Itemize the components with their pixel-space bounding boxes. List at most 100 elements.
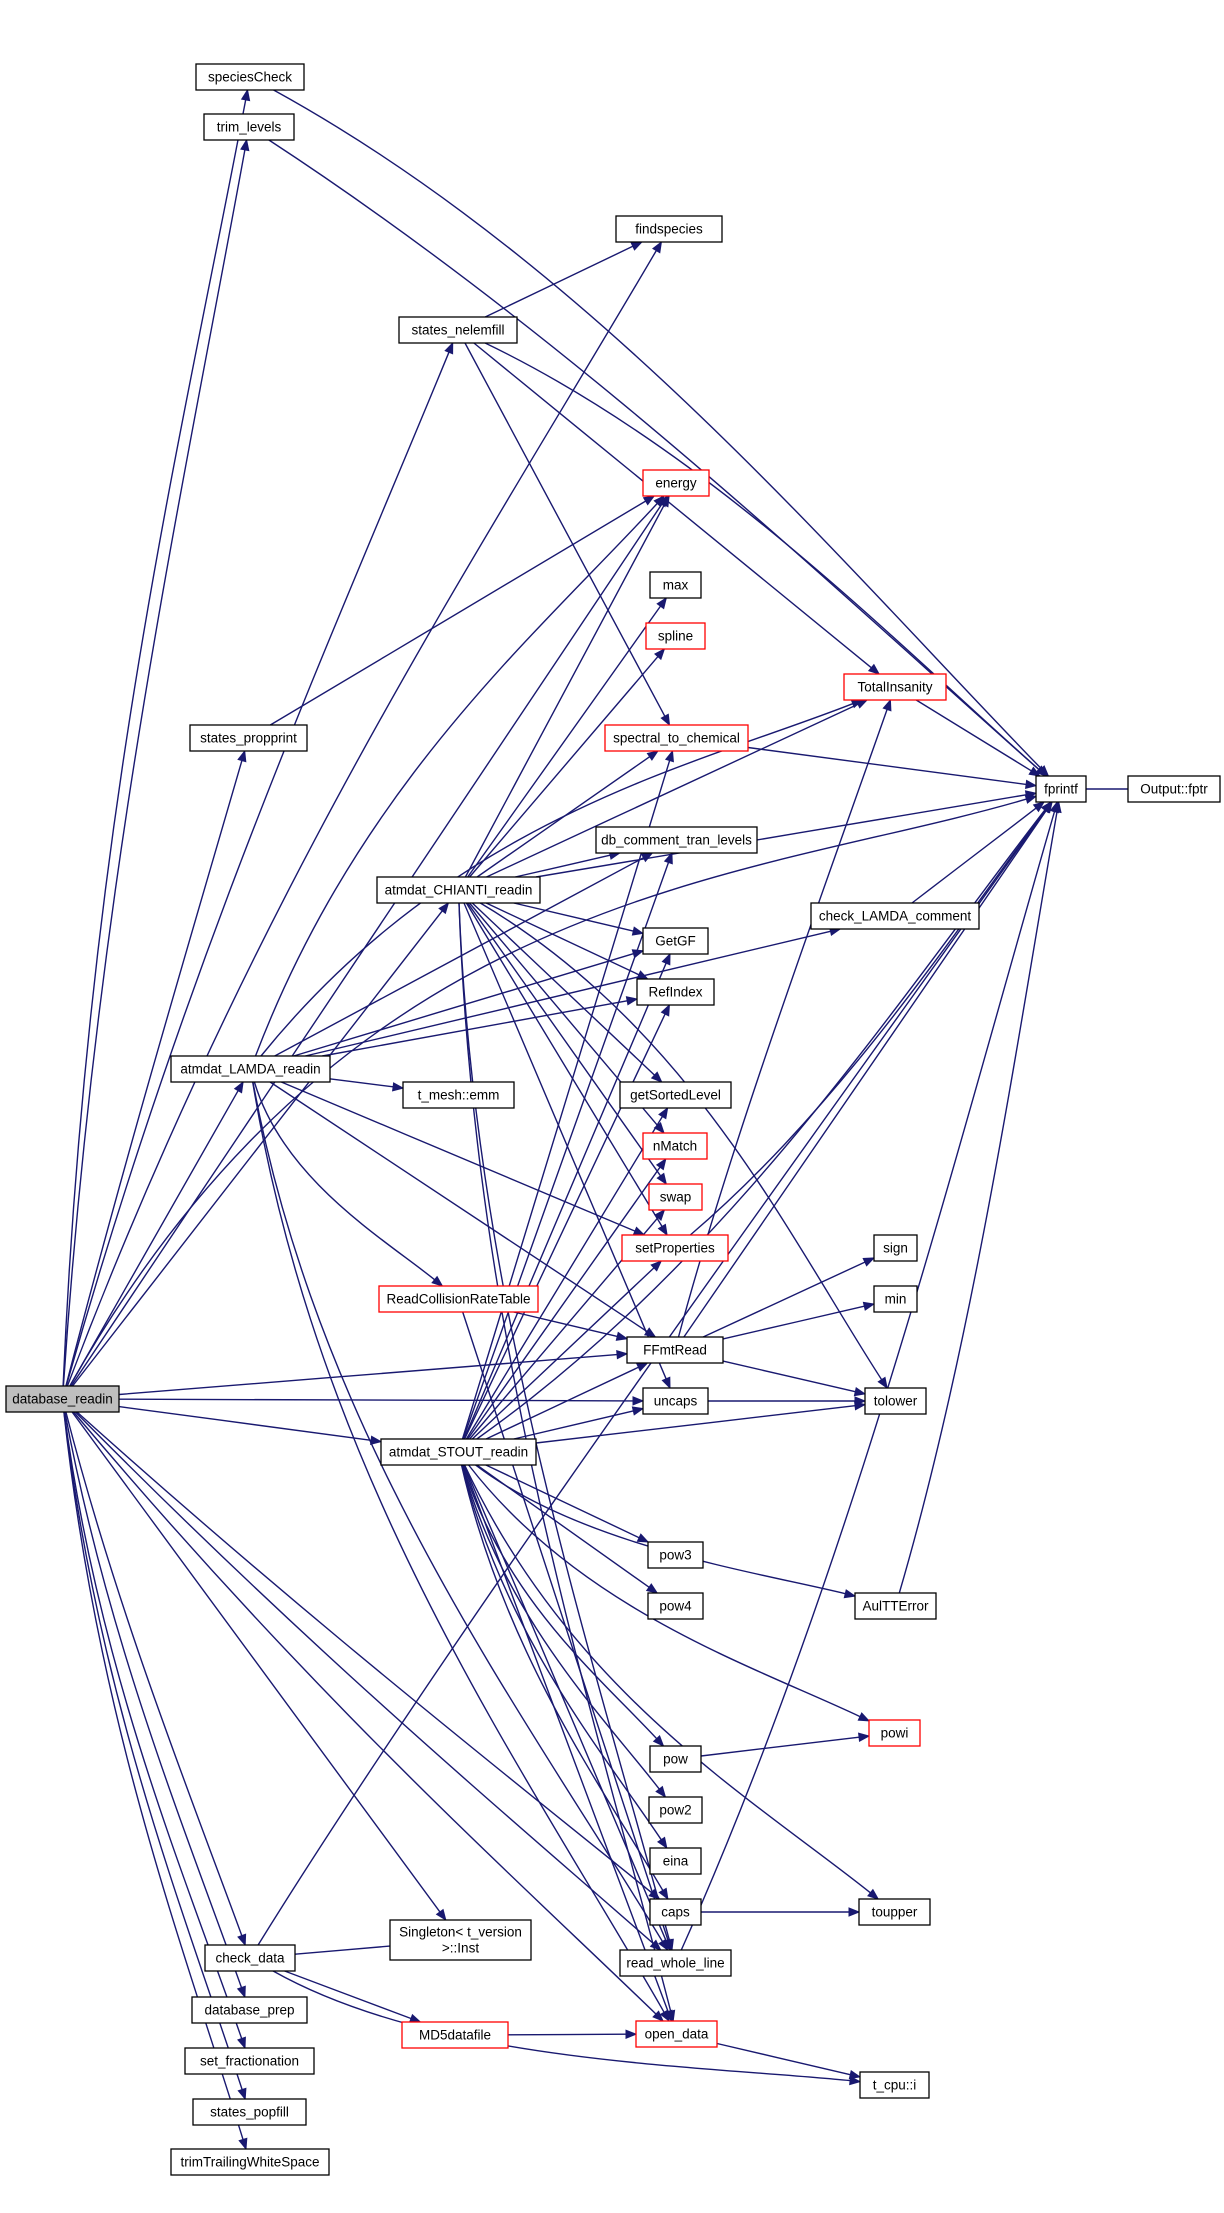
node-open-data[interactable]: open_data — [635, 2020, 718, 2048]
node-setproperties[interactable]: setProperties — [621, 1234, 729, 1262]
node-box — [868, 1719, 921, 1747]
node-spectral-to-chemical[interactable]: spectral_to_chemical — [604, 724, 749, 752]
arrowhead-icon — [653, 495, 665, 507]
arrowhead-icon — [853, 1386, 867, 1397]
node-t-mesh-emm[interactable]: t_mesh::emm — [402, 1081, 515, 1109]
edge-path — [62, 149, 246, 1387]
node-uncaps[interactable]: uncaps — [642, 1387, 709, 1415]
node-label: atmdat_CHIANTI_readin — [385, 883, 533, 898]
edge-path — [484, 342, 1040, 770]
edge-path — [118, 1353, 618, 1396]
node-label: t_mesh::emm — [418, 1088, 500, 1103]
node-min[interactable]: min — [873, 1285, 918, 1313]
arrowhead-icon — [240, 138, 250, 152]
edge-FFmtRead-to-fprintf — [683, 800, 1053, 1338]
node-aultterror[interactable]: AulTTError — [854, 1592, 937, 1620]
node-caps[interactable]: caps — [649, 1898, 702, 1926]
node-pow3[interactable]: pow3 — [647, 1541, 704, 1569]
edge-atmdat_STOUT_readin-to-eina — [461, 1464, 668, 1850]
edge-atmdat_STOUT_readin-to-caps — [460, 1464, 669, 1901]
node-readcollisionratetable[interactable]: ReadCollisionRateTable — [378, 1285, 539, 1313]
node-ffmtread[interactable]: FFmtRead — [626, 1336, 724, 1364]
node-refindex[interactable]: RefIndex — [636, 978, 715, 1006]
node-states-popfill[interactable]: states_popfill — [192, 2098, 307, 2126]
edge-path — [464, 504, 665, 878]
edge-database_readin-to-states_propprint — [65, 749, 247, 1387]
node-label: pow — [663, 1752, 688, 1767]
arrowhead-icon — [632, 1396, 645, 1406]
node-database-prep[interactable]: database_prep — [191, 1996, 308, 2024]
node-db-comment-tran-levels[interactable]: db_comment_tran_levels — [595, 826, 758, 854]
edge-ReadCollisionRateTable-to-FFmtRead — [513, 1311, 629, 1341]
node-toupper[interactable]: toupper — [858, 1898, 931, 1926]
edge-path — [513, 1311, 618, 1338]
node-states-propprint[interactable]: states_propprint — [189, 724, 308, 752]
node-read-whole-line[interactable]: read_whole_line — [619, 1949, 732, 1977]
node-atmdat-chianti-readin[interactable]: atmdat_CHIANTI_readin — [376, 876, 541, 904]
edge-states_nelemfill-to-fprintf — [484, 342, 1048, 777]
arrowhead-icon — [661, 1938, 671, 1952]
node-box — [649, 1745, 702, 1773]
edge-database_readin-to-open_data — [72, 1411, 665, 2022]
node-label: powi — [881, 1726, 909, 1741]
node-pow2[interactable]: pow2 — [648, 1796, 703, 1824]
edge-atmdat_LAMDA_readin-to-check_LAMDA_comment — [305, 926, 842, 1057]
arrowhead-icon — [877, 1376, 888, 1390]
node-singleton-inst[interactable]: Singleton< t_version>::Inst — [389, 1919, 532, 1961]
node-label: db_comment_tran_levels — [601, 833, 752, 848]
edge-database_readin-to-trim_levels — [62, 138, 250, 1387]
node-spline[interactable]: spline — [645, 622, 706, 650]
edge-atmdat_CHIANTI_readin-to-uncaps — [463, 902, 671, 1390]
edge-path — [475, 1464, 846, 1595]
node-tolower[interactable]: tolower — [864, 1387, 927, 1415]
node-check-lamda-comment[interactable]: check_LAMDA_comment — [810, 902, 980, 930]
node-fprintf[interactable]: fprintf — [1035, 775, 1087, 803]
node-states-nelemfill[interactable]: states_nelemfill — [398, 316, 518, 344]
node-label: setProperties — [635, 1241, 715, 1256]
node-speciescheck[interactable]: speciesCheck — [195, 63, 305, 91]
node-md5datafile[interactable]: MD5datafile — [401, 2021, 509, 2049]
edge-path — [722, 1305, 865, 1340]
node-label: Output::fptr — [1140, 782, 1208, 797]
node-box — [389, 1919, 532, 1961]
node-pow4[interactable]: pow4 — [647, 1592, 704, 1620]
node-atmdat-stout-readin[interactable]: atmdat_STOUT_readin — [380, 1438, 537, 1466]
edge-path — [911, 807, 1037, 904]
node-totalinsanity[interactable]: TotalInsanity — [843, 673, 947, 701]
node-label: GetGF — [655, 934, 696, 949]
edge-path — [329, 1078, 394, 1088]
edge-atmdat_LAMDA_readin-to-read_whole_line — [252, 1081, 669, 1952]
arrowhead-icon — [867, 663, 881, 675]
arrowhead-icon — [616, 1350, 629, 1360]
node-powi[interactable]: powi — [868, 1719, 921, 1747]
node-getsortedlevel[interactable]: getSortedLevel — [619, 1081, 732, 1109]
node-getgf[interactable]: GetGF — [642, 927, 709, 955]
node-label: caps — [661, 1905, 690, 1920]
node-trimtrailingwhitespace[interactable]: trimTrailingWhiteSpace — [170, 2148, 330, 2176]
node-energy[interactable]: energy — [642, 469, 710, 497]
edge-path — [463, 1013, 666, 1440]
edge-path — [65, 352, 450, 1387]
arrowhead-icon — [1035, 765, 1048, 777]
node-t-cpu-i[interactable]: t_cpu::i — [859, 2071, 930, 2099]
node-nmatch[interactable]: nMatch — [642, 1132, 708, 1160]
node-check-data[interactable]: check_data — [204, 1944, 296, 1972]
node-eina[interactable]: eina — [649, 1847, 702, 1875]
node-atmdat-lamda-readin[interactable]: atmdat_LAMDA_readin — [170, 1055, 331, 1083]
edge-path — [747, 746, 1027, 786]
node-set-fractionation[interactable]: set_fractionation — [184, 2047, 315, 2075]
edge-path — [467, 1166, 661, 1440]
node-box — [1127, 775, 1221, 803]
edge-database_readin-to-atmdat_CHIANTI_readin — [72, 901, 450, 1387]
edge-database_readin-to-energy — [70, 494, 669, 1387]
edge-database_readin-to-check_data — [65, 1411, 247, 1947]
node-findspecies[interactable]: findspecies — [615, 215, 723, 243]
node-label: swap — [660, 1190, 692, 1205]
node-max[interactable]: max — [649, 571, 702, 599]
arrowhead-icon — [645, 1583, 659, 1594]
node-sign[interactable]: sign — [873, 1234, 918, 1262]
node-output-fptr[interactable]: Output::fptr — [1127, 775, 1221, 803]
node-swap[interactable]: swap — [648, 1183, 703, 1211]
node-pow[interactable]: pow — [649, 1745, 702, 1773]
node-trim-levels[interactable]: trim_levels — [203, 113, 295, 141]
